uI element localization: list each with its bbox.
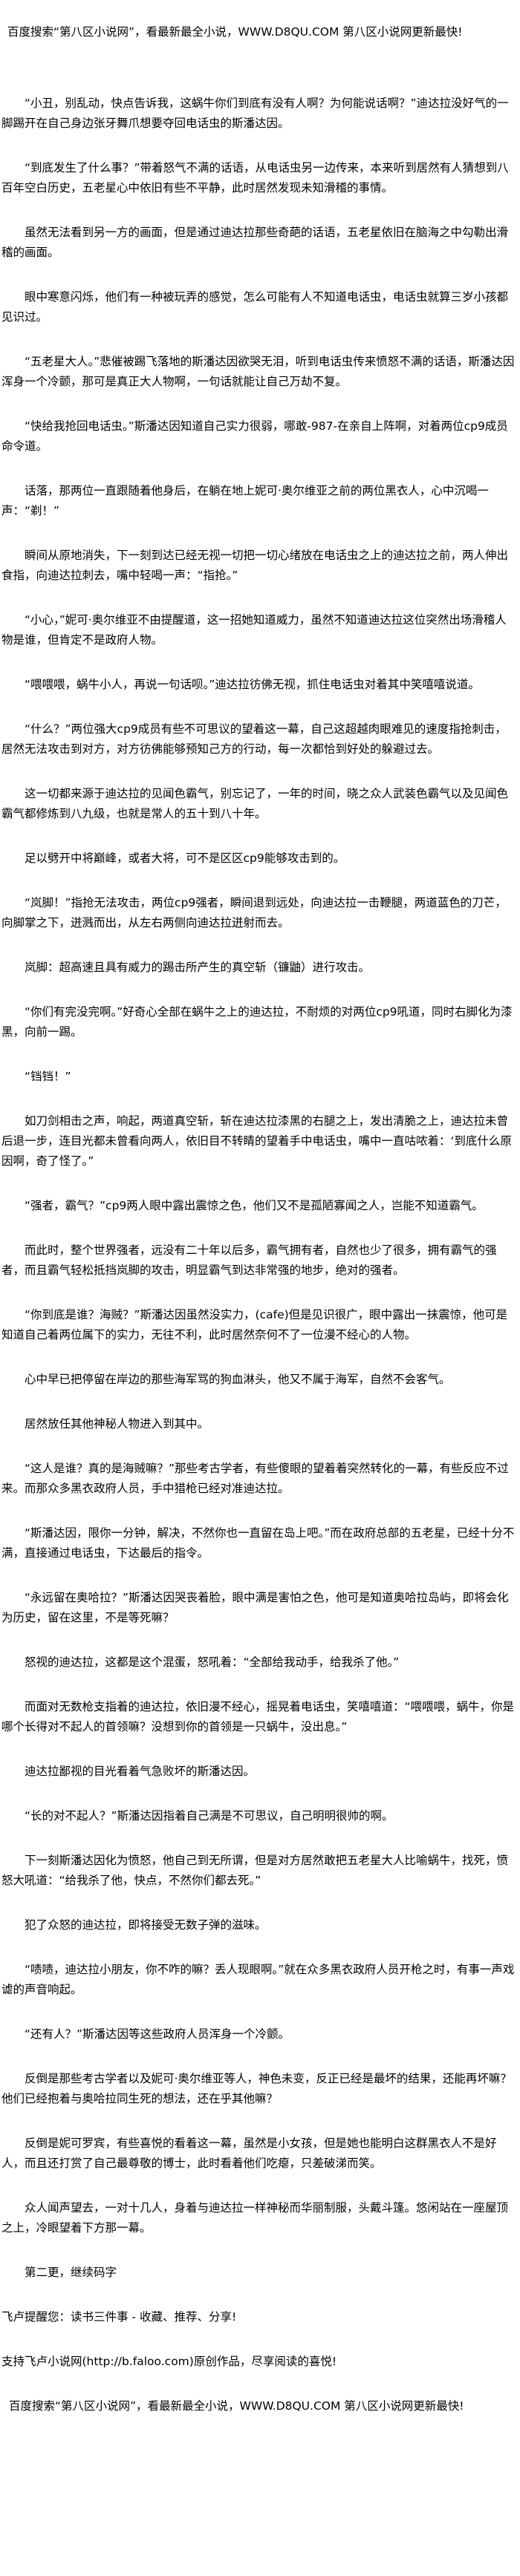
story-paragraph: “五老星大人。”悲催被踢飞落地的斯潘达因欲哭无泪，听到电话虫传来愤怒不满的话语，… — [1, 355, 515, 388]
story-paragraph: “到底发生了什么事？”带着怒气不满的话语，从电话虫另一边传来，本来听到居然有人猜… — [1, 161, 509, 194]
story-paragraph: 话落，那两位一直跟随着他身后，在躺在地上妮可·奥尔维亚之前的两位黑衣人，心中沉喝… — [1, 484, 489, 517]
story-paragraph: “这人是谁？真的是海贼嘛？”那些考古学者，有些傻眼的望着着突然转化的一幕，有些反… — [1, 1462, 509, 1495]
top-banner-text: 百度搜索“第八区小说网”，看最新最全小说，WWW.D8QU.COM 第八区小说网… — [7, 25, 463, 39]
story-paragraph: “长的对不起人？”斯潘达因指着自己满是不可思议，自己明明很帅的啊。 — [25, 1809, 394, 1823]
story-paragraph: 眼中寒意闪烁，他们有一种被玩弄的感觉，怎么可能有人不知道电话虫，电话虫就算三岁小… — [1, 290, 509, 324]
story-paragraph: “永远留在奥哈拉？”斯潘达因哭丧着脸，眼中满是害怕之色，他可是知道奥哈拉岛屿，即… — [1, 1591, 509, 1624]
bottom-site-banner: 百度搜索“第八区小说网”，看最新最全小说，WWW.D8QU.COM 第八区小说网… — [1, 2396, 517, 2416]
story-paragraph: 反倒是妮可罗宾，有些喜悦的看着这一幕，虽然是小女孩，但是她也能明白这群黑衣人不是… — [1, 2137, 497, 2170]
story-paragraph: 居然放任其他神秘人物进入到其中。 — [25, 1417, 209, 1431]
top-site-banner: 百度搜索“第八区小说网”，看最新最全小说，WWW.D8QU.COM 第八区小说网… — [0, 0, 520, 64]
story-paragraph: 岚脚：超高速且具有威力的踢击所产生的真空斩（镰鼬）进行攻击。 — [25, 961, 371, 974]
story-paragraph: “你到底是谁？海贼？”斯潘达因虽然没实力，(cafe)但是见识很广，眼中露出一抹… — [1, 1308, 508, 1341]
bottom-banner-text: 百度搜索“第八区小说网”，看最新最全小说，WWW.D8QU.COM 第八区小说网… — [9, 2399, 464, 2413]
story-paragraph: 足以劈开中将巅峰，或者大将，可不是区区cp9能够攻击到的。 — [25, 851, 345, 865]
story-paragraph: “小丑，别乱动，快点告诉我，这蜗牛你们到底有没有人啊？为何能说话啊？”迪达拉没好… — [1, 97, 509, 130]
story-paragraph: “啧啧，迪达拉小朋友，你不咋的嘛？丢人现眼啊。”就在众多黑衣政府人员开枪之时，有… — [1, 1963, 515, 1996]
story-paragraph: 这一切都来源于迪达拉的见闻色霸气，别忘记了，一年的时间，晓之众人武装色霸气以及见… — [1, 787, 509, 820]
story-paragraph: “你们有完没完啊。”好奇心全部在蜗牛之上的迪达拉，不耐烦的对两位cp9吼道，同时… — [1, 1005, 513, 1039]
story-paragraph: “快给我抢回电话虫。”斯潘达因知道自己实力很弱，哪敢-987-在亲自上阵啊，对着… — [1, 419, 508, 453]
faloo-reminder: 飞卢提醒您：读书三件事 - 收藏、推荐、分享! — [1, 2310, 237, 2324]
story-paragraph: 迪达拉鄙视的目光看着气急败坏的斯潘达因。 — [25, 1765, 256, 1778]
story-paragraph: 而此时，整个世界强者，远没有二十年以后多，霸气拥有者，自然也少了很多，拥有霸气的… — [1, 1243, 497, 1277]
story-paragraph: “强者，霸气？”cp9两人眼中露出震惊之色，他们又不是孤陋寡闻之人，岂能不知道霸… — [25, 1199, 484, 1212]
story-paragraph: “斯潘达因，限你一分钟，解决，不然你也一直留在岛上吧。”而在政府总部的五老星，已… — [1, 1526, 515, 1560]
paragraph-list: “小丑，别乱动，快点告诉我，这蜗牛你们到底有没有人啊？为何能说话啊？”迪达拉没好… — [1, 94, 517, 2283]
story-paragraph: 怒视的迪达拉，这都是这个混蛋，怒吼着：“全部给我动手，给我杀了他。” — [25, 1655, 400, 1669]
story-paragraph: 而面对无数枪支指着的迪达拉，依旧漫不经心，摇晃着电话虫，笑嘻嘻道：“喂喂喂，蜗牛… — [1, 1700, 515, 1733]
story-paragraph: 虽然无法看到另一方的画面，但是通过迪达拉那些奇葩的话语，五老星依旧在脑海之中勾勒… — [1, 226, 509, 259]
story-paragraph: “岚脚！”指抢无法攻击，两位cp9强者，瞬间退到远处，向迪达拉一击鞭腿，两道蓝色… — [1, 896, 507, 929]
faloo-support-link-text[interactable]: 支持飞卢小说网(http://b.faloo.com)原创作品，尽享阅读的喜悦! — [1, 2355, 337, 2368]
story-paragraph: “铛铛！” — [25, 1070, 71, 1083]
story-paragraph: “喂喂喂，蜗牛小人，再说一句话呗。”迪达拉彷佛无视，抓住电话虫对着其中笑嘻嘻说道… — [25, 678, 480, 691]
story-paragraph: “还有人？”斯潘达因等这些政府人员浑身一个冷颤。 — [25, 2027, 290, 2041]
story-paragraph: 如刀剑相击之声，响起，两道真空斩，斩在迪达拉漆黑的右腿之上，发出清脆之上，迪达拉… — [1, 1114, 512, 1168]
story-paragraph: 心中早已把停留在岸边的那些海军骂的狗血淋头，他又不属于海军，自然不会客气。 — [25, 1373, 451, 1386]
story-paragraph: 反倒是那些考古学者以及妮可·奥尔维亚等人，神色未变，反正已经是最坏的结果，还能再… — [1, 2072, 512, 2105]
story-paragraph: “小心，”妮可·奥尔维亚不由提醒道，这一招她知道威力，虽然不知道迪达拉这位突然出… — [1, 613, 507, 647]
story-paragraph: 第二更，继续码字 — [25, 2266, 117, 2279]
story-paragraph: 众人闻声望去，一对十几人，身着与迪达拉一样神秘而华丽制服，头戴斗篷。悠闲站在一座… — [1, 2201, 509, 2235]
story-paragraph: 下一刻斯潘达因化为愤怒，他自己到无所谓，但是对方居然敢把五老星大人比喻蜗牛，找死… — [1, 1854, 509, 1887]
story-paragraph: 犯了众怒的迪达拉，即将接受无数子弹的滋味。 — [25, 1918, 267, 1932]
story-paragraph: “什么？”两位强大cp9成员有些不可思议的望着这一幕，自己这超越肉眼难见的速度指… — [1, 722, 507, 756]
story-paragraph: 瞬间从原地消失，下一刻到达已经无视一切把一切心绪放在电话虫之上的迪达拉之前，两人… — [1, 549, 509, 582]
chapter-content: “小丑，别乱动，快点告诉我，这蜗牛你们到底有没有人啊？为何能说话啊？”迪达拉没好… — [0, 64, 520, 2416]
